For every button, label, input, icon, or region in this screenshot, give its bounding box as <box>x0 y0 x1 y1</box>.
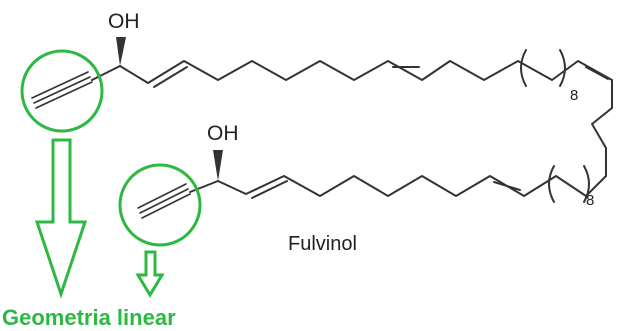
upper-repeat-subscript: 8 <box>570 87 578 104</box>
large-down-arrow-icon <box>34 138 88 299</box>
lower-alkyne-highlight-circle <box>118 163 202 247</box>
lower-cis-double-bond <box>493 181 521 191</box>
lower-chain <box>137 150 607 219</box>
upper-alkyne-triple-bond <box>31 71 93 109</box>
small-down-arrow-icon <box>135 250 165 298</box>
upper-repeat-bracket-left <box>520 49 527 87</box>
upper-alkyne-highlight-circle <box>20 49 104 133</box>
upper-carbon-chain <box>91 60 613 161</box>
lower-repeat-subscript: 8 <box>586 192 594 209</box>
lower-hydroxyl-label: OH <box>207 122 239 145</box>
right-cis-double-bond <box>585 66 609 80</box>
upper-wedge-bond <box>116 37 126 66</box>
lower-carbon-chain <box>189 159 607 197</box>
lower-repeat-bracket-left <box>548 165 555 203</box>
upper-chain <box>31 37 613 161</box>
upper-hydroxyl-label: OH <box>108 10 140 33</box>
annotation-geometry-label: Geometria linear <box>2 305 176 330</box>
upper-trans-double-bond <box>153 66 188 88</box>
lower-repeat-bracket-right <box>583 165 590 203</box>
lower-alkyne-triple-bond <box>137 183 191 219</box>
upper-repeat-bracket-right <box>559 49 566 87</box>
lower-wedge-bond <box>213 150 223 181</box>
molecule-name-label: Fulvinol <box>288 233 357 255</box>
lower-trans-double-bond <box>251 180 288 199</box>
